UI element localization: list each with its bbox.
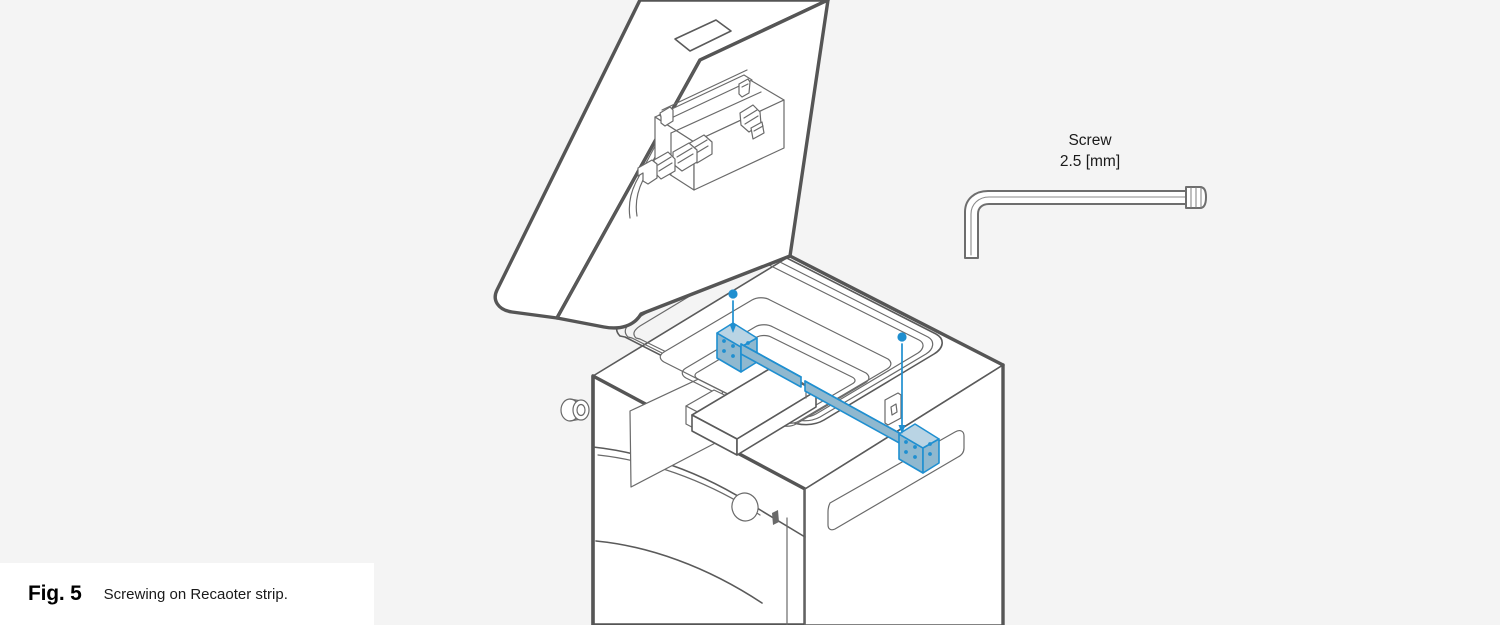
lid-outer-shell <box>493 0 830 320</box>
hex-key-icon <box>964 186 1207 259</box>
left-arrow-head <box>729 324 737 333</box>
front-skirt-line <box>595 540 763 604</box>
lid-panel <box>493 0 830 330</box>
front-knob[interactable] <box>729 490 762 524</box>
recoater-strip-assembly <box>716 322 940 474</box>
body-top-right-edge <box>788 254 1005 367</box>
chamber-mount-tab-slot <box>890 403 898 416</box>
right-arrow-head <box>898 425 906 434</box>
chamber-mount-tab <box>884 392 902 426</box>
lid-connector-group <box>637 78 765 185</box>
lid-window-label <box>674 19 732 52</box>
recoater-carriage <box>691 367 817 456</box>
chamber-inner-pan <box>659 297 892 424</box>
figure-caption-text: Screwing on Recaoter strip. <box>103 585 288 603</box>
lid-clip-left <box>637 159 658 185</box>
right-screw-arrow <box>897 332 907 434</box>
chamber-build-plate-inner <box>694 334 856 422</box>
left-screw-arrow <box>728 289 738 333</box>
left-arrow-dot <box>728 289 738 299</box>
lid-clip-rail <box>659 106 674 127</box>
build-chamber <box>615 244 943 456</box>
figure-number: Fig. 5 <box>28 582 82 605</box>
lid-connector-b <box>672 134 713 172</box>
right-bracket-screw-holes <box>904 440 932 459</box>
front-indicator-light <box>772 510 779 525</box>
lid-clip-top <box>738 78 751 98</box>
figure-caption: Fig. 5 Screwing on Recaoter strip. <box>0 563 374 625</box>
lid-connector-a <box>739 104 765 140</box>
side-port <box>560 398 590 422</box>
recoater-strip-left-highlight <box>740 343 802 378</box>
chamber-build-plate <box>681 324 870 427</box>
lid-inner-crease <box>628 113 673 219</box>
right-arrow-dot <box>897 332 907 342</box>
recoater-strip-right-highlight <box>804 380 913 441</box>
right-bracket[interactable] <box>898 423 940 474</box>
hex-key-tip <box>1185 186 1207 209</box>
lid-interior-manifold <box>637 69 785 191</box>
